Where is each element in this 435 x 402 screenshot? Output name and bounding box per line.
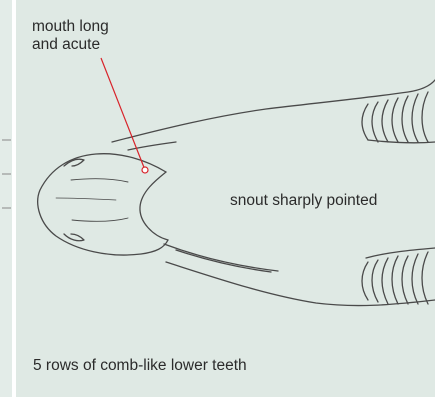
mouth-curve (140, 172, 168, 240)
adjacent-panel-edge (0, 0, 12, 397)
snout-stroke-2 (72, 218, 128, 221)
body-upper-outline (112, 80, 435, 142)
body-lower-outline (166, 262, 435, 306)
mouth-annotation-line1: mouth long (32, 18, 109, 36)
shark-head-panel: mouth long and acute snout sharply point… (16, 0, 435, 397)
mouth-annotation-line2: and acute (32, 36, 109, 54)
nostril-lower (64, 234, 84, 241)
mouth-annotation: mouth long and acute (32, 18, 109, 54)
upper-gill-slits (362, 92, 435, 143)
lower-gill-slits (362, 248, 435, 304)
snout-stroke-1 (71, 179, 128, 182)
snout-annotation: snout sharply pointed (230, 192, 377, 210)
mouth-leader-dot (142, 167, 148, 173)
snout-stroke-3 (56, 198, 116, 200)
teeth-annotation: 5 rows of comb-like lower teeth (33, 357, 247, 375)
nostril-upper (64, 159, 84, 166)
adjacent-panel-marks (0, 0, 12, 397)
head-outline (38, 154, 168, 255)
